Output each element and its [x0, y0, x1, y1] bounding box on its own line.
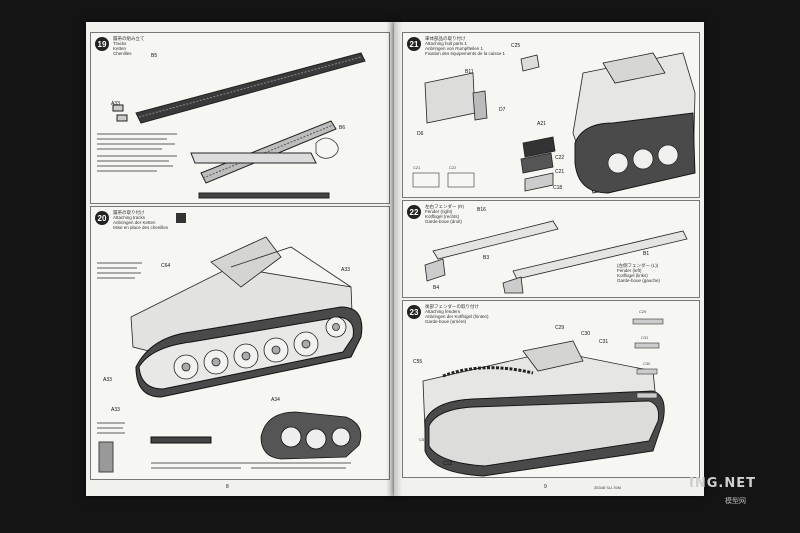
step-22-drawing [424, 220, 688, 294]
step-23-label-c29-sub: C29 [639, 309, 647, 314]
step-21-label-c25: C25 [511, 43, 521, 49]
left-page: 19 履帯の組み立て Tracks Ketten Chenilles [86, 22, 395, 496]
step-23-label-c55-sub: C55 [419, 437, 427, 442]
step-22-subtitle: (左側フェンダー (L)) Fender (left) Kotflügel (l… [617, 263, 661, 283]
step-23-number: 23 [407, 305, 421, 319]
step-23-label-c30: C30 [581, 331, 591, 337]
step-23-label-c31: C31 [599, 339, 609, 345]
page-gutter [386, 22, 402, 496]
step-22-title: 左右フェンダー (R) Fender (right) Kotflügel (re… [425, 204, 464, 224]
step-23-drawing [422, 318, 665, 477]
step-20-title: 履帯の取り付け Attaching tracks Anbringen der K… [113, 210, 169, 230]
step-21-number: 21 [407, 37, 421, 51]
step-20-label-a33-top: A33 [341, 267, 350, 273]
step-20-label-a33-left: A33 [103, 377, 112, 383]
right-page-footer: 35348 SU-76M [594, 485, 621, 490]
step-20-panel: 20 履帯の取り付け Attaching tracks Anbringen de… [90, 206, 390, 480]
step-21-drawing [412, 52, 696, 194]
right-page: 21 車体部品の取り付け Attaching hull parts 1 Anbr… [394, 22, 704, 496]
step-20-label-a34: A34 [271, 397, 280, 403]
step-19-label-b6: B6 [339, 125, 346, 131]
step-22-label-b4: B4 [433, 285, 440, 291]
step-22-number: 22 [407, 205, 421, 219]
step-22-label-b3: B3 [483, 255, 490, 261]
step-23-label-c30-sub: C30 [643, 361, 651, 366]
right-page-number: 9 [544, 484, 547, 490]
step-20-number: 20 [95, 211, 109, 225]
step-22-panel: 22 左右フェンダー (R) Fender (right) Kotflügel … [402, 200, 700, 298]
step-23-title: 後部フェンダーの取り付け Attaching fenders Anbringen… [425, 304, 489, 324]
step-19-title: 履帯の組み立て Tracks Ketten Chenilles [113, 36, 145, 56]
step-20-label-a33-bottom: A33 [111, 407, 120, 413]
step-23-label-c31-sub: C31 [641, 335, 649, 340]
step-21-label-c21: C21 [555, 169, 565, 175]
step-21-label-d7: D7 [499, 107, 506, 113]
step-21-panel: 21 車体部品の取り付け Attaching hull parts 1 Anbr… [402, 32, 700, 198]
step-21-label-a21: A21 [537, 121, 546, 127]
step-19-label-a33: A33 [111, 101, 120, 107]
step-19-label-b5: B5 [151, 53, 158, 59]
step-20-drawing [97, 213, 363, 473]
step-23-label-c12: C12 [443, 461, 453, 467]
watermark: ING.NET [689, 476, 756, 491]
instruction-booklet: 19 履帯の組み立て Tracks Ketten Chenilles [86, 22, 704, 496]
step-21-label-d6: D6 [417, 131, 424, 137]
step-22-label-b1: B1 [643, 251, 650, 257]
step-21-label-c22-sub: C22 [449, 165, 457, 170]
step-21-label-c22: C22 [555, 155, 565, 161]
left-page-number: 8 [226, 484, 229, 490]
step-20-label-c64: C64 [161, 263, 171, 269]
step-22-label-b16: B16 [477, 207, 486, 213]
step-19-panel: 19 履帯の組み立て Tracks Ketten Chenilles [90, 32, 390, 204]
step-21-label-c21-sub: C21 [413, 165, 421, 170]
step-23-panel: 23 後部フェンダーの取り付け Attaching fenders Anbrin… [402, 300, 700, 478]
step-19-drawing [97, 52, 366, 199]
step-19-number: 19 [95, 37, 109, 51]
step-21-title: 車体部品の取り付け Attaching hull parts 1 Anbring… [425, 36, 506, 56]
step-23-label-c29: C29 [555, 325, 565, 331]
step-21-label-c18: C18 [553, 185, 563, 191]
watermark-sub: 模型网 [725, 498, 746, 505]
step-21-label-b11: B11 [465, 69, 474, 75]
step-23-label-c55: C55 [413, 359, 423, 365]
